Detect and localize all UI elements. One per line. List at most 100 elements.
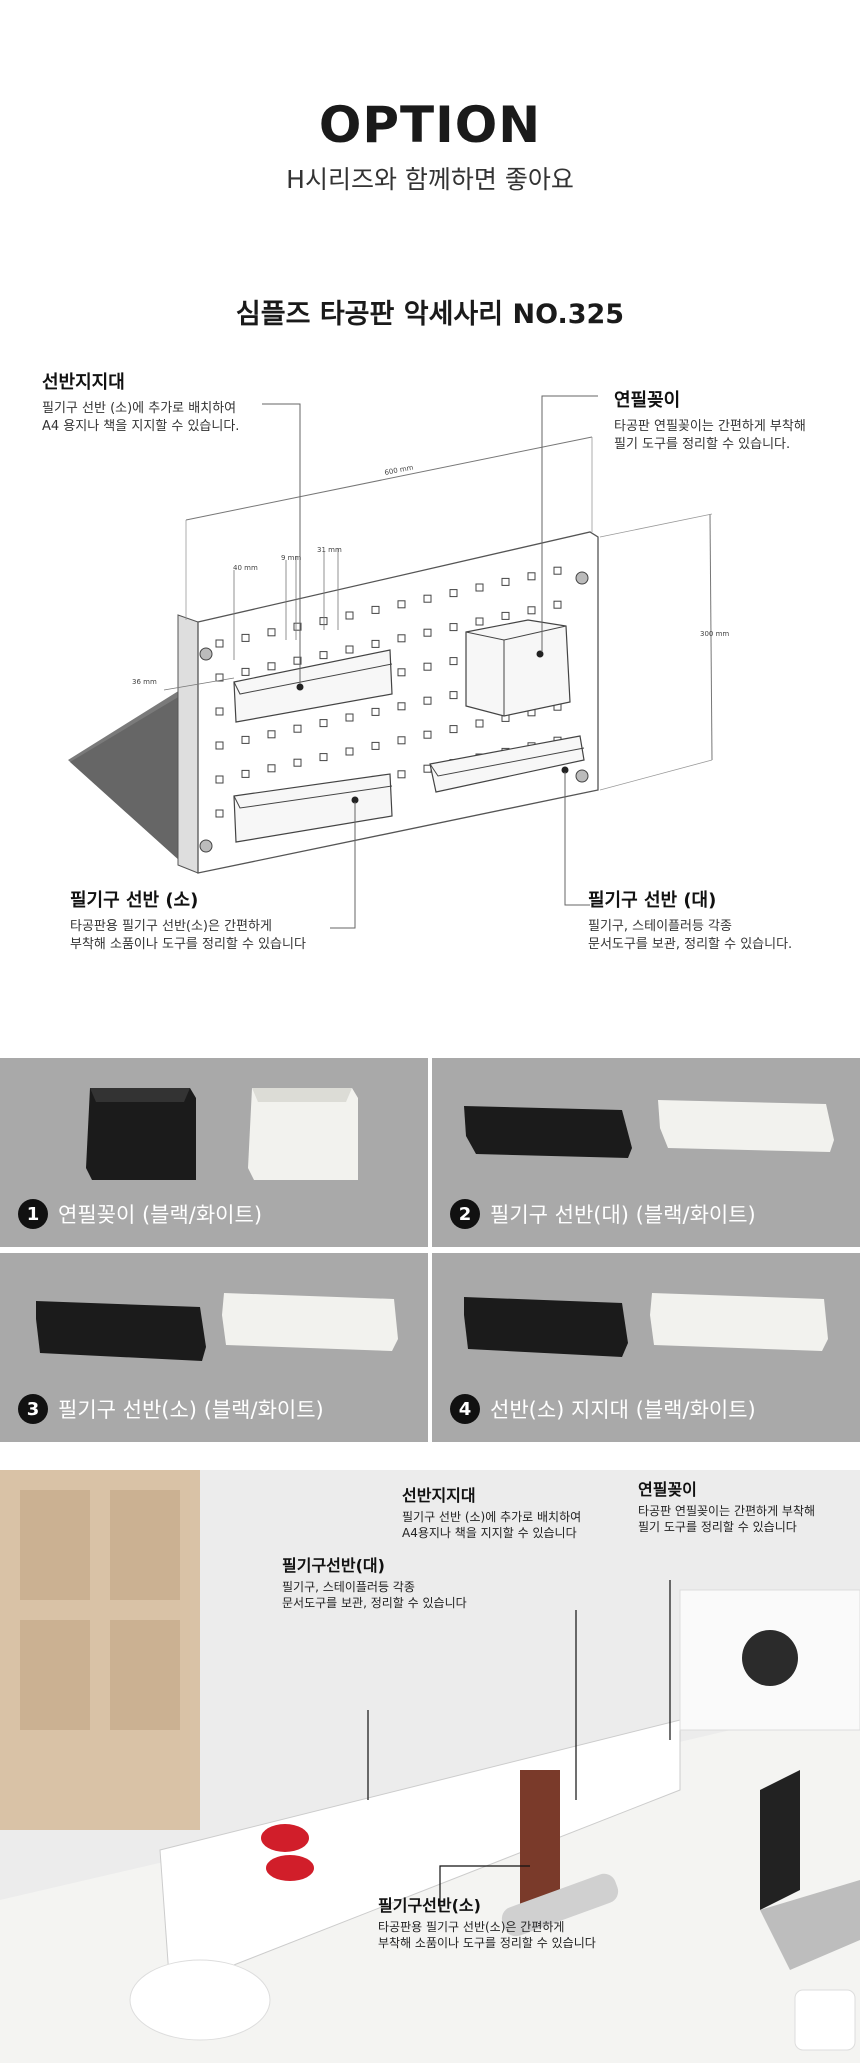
callout-desc-line: 문서도구를 보관, 정리할 수 있습니다. xyxy=(588,937,793,952)
callout-desc-line: 부착해 소품이나 도구를 정리할 수 있습니다 xyxy=(70,937,306,952)
peg-hole xyxy=(345,713,354,722)
option-number-badge: 2 xyxy=(450,1199,480,1229)
leader-shelf-small xyxy=(330,802,356,929)
peg-hole xyxy=(293,724,302,733)
options-grid: 1 연필꽂이 (블랙/화이트) 2 필기구 선반(대) (블랙/화이트) 3 필… xyxy=(0,1058,860,1442)
page-subtitle: H시리즈와 함께하면 좋아요 xyxy=(286,165,574,194)
mug xyxy=(794,1989,856,2051)
lifestyle-photo: 선반지지대 필기구 선반 (소)에 추가로 배치하여 A4용지나 책을 지지할 … xyxy=(0,1470,860,2063)
dim-label-height: 300 mm xyxy=(700,630,729,638)
dim-label-40: 40 mm xyxy=(233,564,258,572)
callout-title: 연필꽂이 xyxy=(614,390,681,411)
scissors xyxy=(261,1824,309,1852)
photo-callout-shelf-large: 필기구선반(대) 필기구, 스테이플러등 각종 문서도구를 보관, 정리할 수 … xyxy=(282,1552,467,1611)
peg-hole xyxy=(215,707,224,716)
peg-hole xyxy=(345,611,354,620)
peg-hole xyxy=(345,747,354,756)
product-image-shelf-small xyxy=(36,1293,398,1361)
option-number-badge: 4 xyxy=(450,1394,480,1424)
photo-callout-shelf-support: 선반지지대 필기구 선반 (소)에 추가로 배치하여 A4용지나 책을 지지할 … xyxy=(402,1482,581,1541)
dim-label-31: 31 mm xyxy=(317,546,342,554)
peg-hole xyxy=(267,730,276,739)
board-edge xyxy=(177,614,199,874)
peg-hole xyxy=(267,628,276,637)
peg-hole xyxy=(475,719,484,728)
peg-hole xyxy=(423,628,432,637)
option-card-2: 2 필기구 선반(대) (블랙/화이트) xyxy=(432,1058,860,1247)
desk-scene-illustration xyxy=(0,1470,860,2063)
callout-desc-line: 필기 도구를 정리할 수 있습니다 xyxy=(638,1520,797,1534)
option-number-badge: 1 xyxy=(18,1199,48,1229)
peg-hole xyxy=(215,639,224,648)
callout-desc-line: 필기 도구를 정리할 수 있습니다. xyxy=(614,437,791,452)
callout-shelf-support: 선반지지대 필기구 선반 (소)에 추가로 배치하여 A4 용지나 책을 지지할… xyxy=(42,368,239,436)
dim-line-width xyxy=(185,436,593,521)
option-label: 1 연필꽂이 (블랙/화이트) xyxy=(18,1199,262,1229)
peg-hole xyxy=(267,764,276,773)
product-image-shelf-large xyxy=(464,1100,834,1158)
photo-callout-shelf-small: 필기구선반(소) 타공판용 필기구 선반(소)은 간편하게 부착해 소품이나 도… xyxy=(378,1892,596,1951)
desk-lamp xyxy=(129,1959,271,2041)
callout-desc-line: 타공판용 필기구 선반(소)은 간편하게 xyxy=(70,919,272,934)
peg-hole xyxy=(449,589,458,598)
leader-shelf-support xyxy=(262,403,301,684)
peg-hole xyxy=(215,775,224,784)
peg-hole xyxy=(371,605,380,614)
peg-hole xyxy=(241,633,250,642)
dim-label-width: 600 mm xyxy=(384,463,414,476)
peg-hole xyxy=(449,623,458,632)
callout-title: 필기구선반(대) xyxy=(282,1556,385,1575)
pegboard-diagram: 600 mm 300 mm 40 mm 9 mm 31 mm 36 mm xyxy=(68,395,729,929)
dim-label-9: 9 mm xyxy=(281,554,301,562)
peg-hole xyxy=(501,611,510,620)
peg-hole xyxy=(293,758,302,767)
option-name: 선반(소) 지지대 (블랙/화이트) xyxy=(490,1398,756,1422)
peg-hole xyxy=(371,639,380,648)
peg-hole xyxy=(423,662,432,671)
callout-shelf-large: 필기구 선반 (대) 필기구, 스테이플러등 각종 문서도구를 보관, 정리할 … xyxy=(588,886,792,954)
photo-callout-pen-holder: 연필꽂이 타공판 연필꽂이는 간편하게 부착해 필기 도구를 정리할 수 있습니… xyxy=(638,1476,815,1535)
callout-desc-line: A4용지나 책을 지지할 수 있습니다 xyxy=(402,1526,577,1540)
callout-desc-line: 필기구 선반 (소)에 추가로 배치하여 xyxy=(402,1510,582,1524)
peg-hole xyxy=(397,702,406,711)
dim-line-height xyxy=(709,513,713,761)
leader-shelf-large xyxy=(564,772,590,906)
dim-label-36: 36 mm xyxy=(132,678,157,686)
callout-desc-line: 타공판 연필꽂이는 간편하게 부착해 xyxy=(638,1504,816,1518)
peg-hole xyxy=(293,656,302,665)
product-title: 심플즈 타공판 악세사리 NO.325 xyxy=(235,299,625,330)
peg-hole xyxy=(293,622,302,631)
screw xyxy=(575,571,589,585)
callout-title: 필기구선반(소) xyxy=(378,1896,481,1915)
callout-title: 필기구 선반 (소) xyxy=(70,890,199,911)
peg-hole xyxy=(397,634,406,643)
peg-hole xyxy=(527,606,536,615)
peg-hole xyxy=(553,600,562,609)
callout-pen-holder: 연필꽂이 타공판 연필꽂이는 간편하게 부착해 필기 도구를 정리할 수 있습니… xyxy=(614,386,806,454)
peg-hole xyxy=(397,770,406,779)
callout-title: 선반지지대 xyxy=(42,372,125,393)
option-card-3: 3 필기구 선반(소) (블랙/화이트) xyxy=(0,1253,428,1442)
peg-hole xyxy=(423,594,432,603)
option-card-1: 1 연필꽂이 (블랙/화이트) xyxy=(0,1058,428,1247)
callout-desc-line: 문서도구를 보관, 정리할 수 있습니다 xyxy=(282,1596,467,1610)
option-card-4: 4 선반(소) 지지대 (블랙/화이트) xyxy=(432,1253,860,1442)
pen-holder-product xyxy=(465,619,571,717)
shelf-support-product xyxy=(233,649,393,723)
peg-hole xyxy=(319,753,328,762)
option-label: 2 필기구 선반(대) (블랙/화이트) xyxy=(450,1199,756,1229)
peg-hole xyxy=(267,662,276,671)
peg-hole xyxy=(215,673,224,682)
peg-hole xyxy=(215,809,224,818)
shelf-large-product xyxy=(429,735,585,793)
option-name: 연필꽂이 (블랙/화이트) xyxy=(58,1203,263,1227)
callout-desc-line: A4 용지나 책을 지지할 수 있습니다. xyxy=(42,419,240,434)
peg-hole xyxy=(449,691,458,700)
callout-desc-line: 타공판용 필기구 선반(소)은 간편하게 xyxy=(378,1920,565,1934)
peg-hole xyxy=(319,651,328,660)
callout-title: 연필꽂이 xyxy=(638,1480,697,1499)
option-name: 필기구 선반(소) (블랙/화이트) xyxy=(58,1398,324,1422)
product-image-pen-holder xyxy=(86,1088,358,1180)
board-shadow-main xyxy=(70,690,190,870)
callout-desc-line: 부착해 소품이나 도구를 정리할 수 있습니다 xyxy=(378,1936,596,1950)
